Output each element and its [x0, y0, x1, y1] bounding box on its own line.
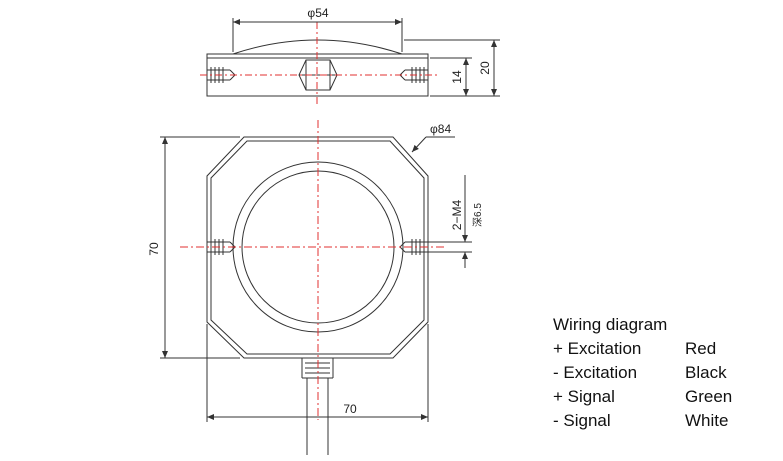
dimension-height-total	[404, 39, 500, 96]
wiring-row: + Signal Green	[553, 385, 732, 409]
top-view	[180, 120, 445, 455]
dimension-thread	[428, 175, 472, 268]
dimension-side-height	[160, 136, 240, 359]
dimension-height-total-label: 20	[478, 61, 492, 75]
wiring-row: - Excitation Black	[553, 361, 732, 385]
wiring-row: - Signal White	[553, 409, 732, 433]
top-view-body	[206, 136, 429, 359]
wiring-title: Wiring diagram	[553, 315, 668, 334]
wiring-color: Black	[685, 363, 727, 382]
wiring-label: - Signal	[553, 411, 611, 430]
dimension-outer-diameter	[411, 136, 455, 153]
dimension-outer-diameter-label: φ84	[430, 122, 451, 136]
dimension-top-diameter	[232, 18, 403, 52]
dimension-bottom-width-label: 70	[343, 402, 357, 416]
dimension-thread-depth-label: 深6.5	[472, 203, 484, 227]
dimension-thread-label: 2−M4	[450, 200, 464, 231]
dimension-height-inner	[430, 57, 500, 97]
wiring-diagram: Wiring diagram + Excitation Red - Excita…	[553, 313, 732, 433]
wiring-row: + Excitation Red	[553, 337, 732, 361]
dimension-bottom-width	[206, 324, 429, 422]
wiring-label: + Signal	[553, 387, 615, 406]
side-view	[200, 22, 440, 104]
dimension-height-inner-label: 14	[450, 70, 464, 84]
wiring-label: + Excitation	[553, 339, 642, 358]
wiring-color: Green	[685, 387, 733, 406]
wiring-color: White	[685, 411, 729, 430]
wiring-label: - Excitation	[553, 363, 638, 382]
dimension-top-diameter-label: φ54	[307, 6, 328, 20]
wiring-color: Red	[685, 339, 717, 358]
dimension-side-height-label: 70	[147, 242, 161, 256]
